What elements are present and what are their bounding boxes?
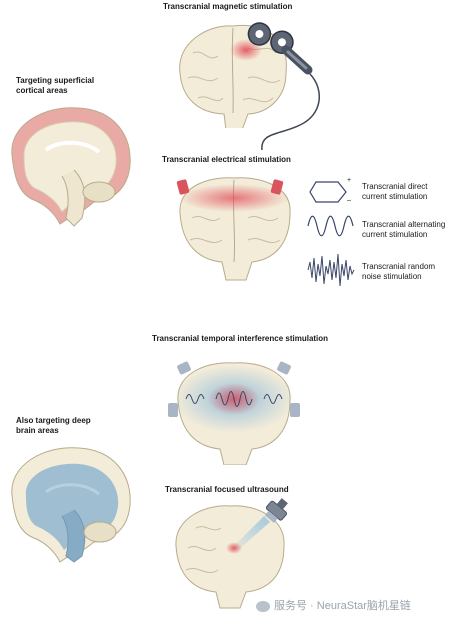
tms-coil-icon: [247, 22, 320, 151]
rn-label-line1: Transcranial random: [362, 262, 436, 271]
rn-label: Transcranial random noise stimulation: [362, 262, 435, 282]
tes-brain-illustration: [176, 177, 291, 281]
dc-minus: –: [347, 197, 351, 204]
watermark: 服务号 · NeuraStar脑机星链: [256, 597, 411, 613]
ac-label: Transcranial alternating current stimula…: [362, 220, 445, 240]
superficial-label-line2: cortical areas: [16, 86, 68, 95]
tms-title: Transcranial magnetic stimulation: [163, 2, 293, 11]
tis-title: Transcranial temporal interference stimu…: [152, 334, 329, 343]
deep-label: Also targeting deep brain areas: [16, 416, 91, 436]
deep-label-line1: Also targeting deep: [16, 416, 91, 425]
dc-label-line1: Transcranial direct: [362, 182, 428, 191]
deep-label-line2: brain areas: [16, 426, 59, 435]
random-noise-waveform-icon: [307, 253, 355, 287]
ac-label-line1: Transcranial alternating: [362, 220, 446, 229]
watermark-text: 服务号 · NeuraStar脑机星链: [274, 600, 411, 612]
superficial-label: Targeting superficial cortical areas: [16, 76, 94, 96]
ac-label-line2: current stimulation: [362, 230, 428, 239]
wechat-icon: [256, 600, 270, 612]
deep-sagittal-brain: [11, 447, 131, 563]
superficial-sagittal-brain: [11, 107, 131, 227]
rn-label-line2: noise stimulation: [362, 272, 422, 281]
tis-brain-illustration: [168, 361, 300, 465]
superficial-label-line1: Targeting superficial: [16, 76, 95, 85]
ac-waveform-icon: [307, 215, 354, 237]
dc-plus: +: [347, 177, 352, 184]
dc-label: Transcranial direct current stimulation: [362, 182, 428, 202]
dc-label-line2: current stimulation: [362, 192, 428, 201]
tfus-title: Transcranial focused ultrasound: [165, 485, 289, 494]
tfus-brain-illustration: [175, 498, 288, 609]
dc-waveform-icon: [309, 181, 347, 203]
tes-title: Transcranial electrical stimulation: [162, 155, 291, 164]
tms-brain-illustration: [179, 24, 287, 128]
